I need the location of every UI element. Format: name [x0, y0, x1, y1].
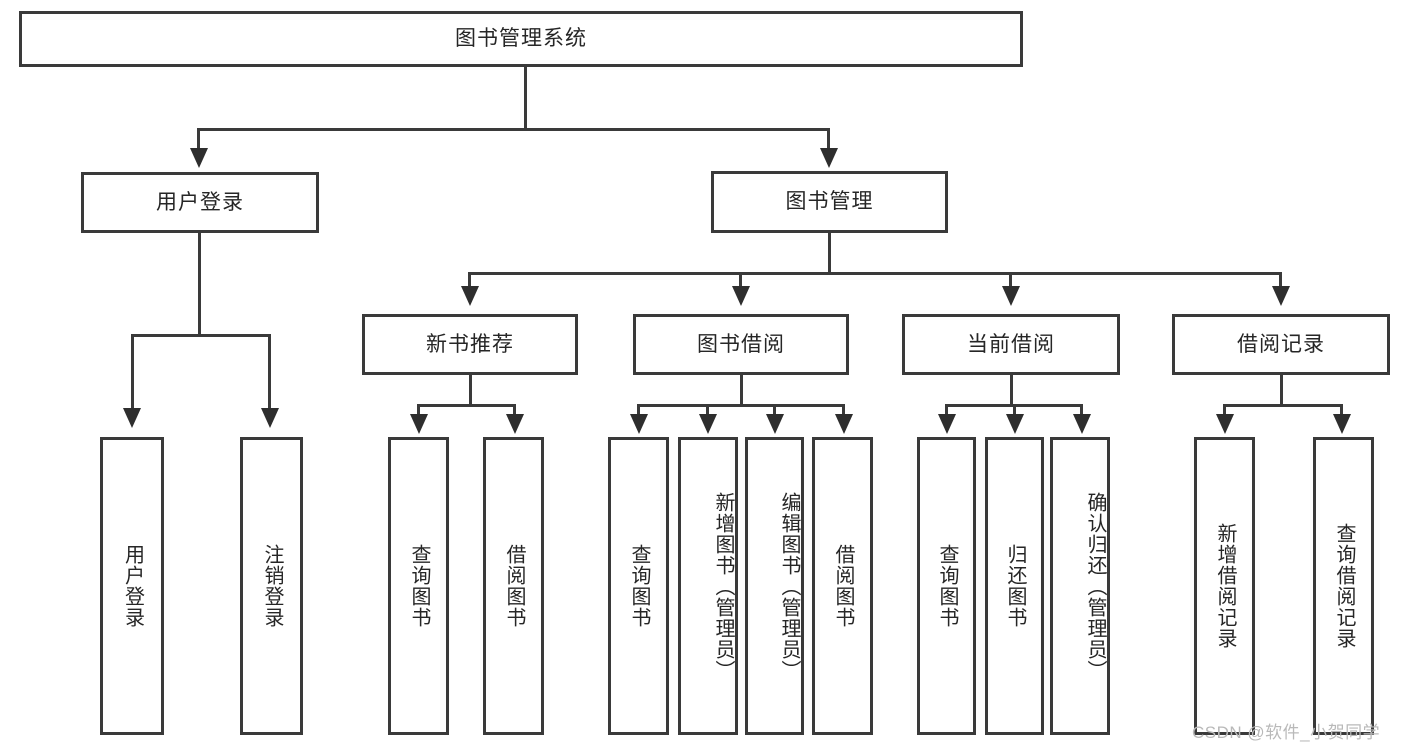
leaf-confirm-return-admin[interactable]: 确认归还（管理员）	[1050, 437, 1110, 735]
arrow-bookmgmt-to-newbooks	[461, 286, 479, 306]
connector-records-stem	[1280, 375, 1283, 406]
leaf-query-books-newbooks[interactable]: 查询图书	[388, 437, 449, 735]
arrow-newbooks-to-leaf2	[506, 414, 524, 434]
node-current-borrow[interactable]: 当前借阅	[902, 314, 1120, 375]
arrow-borrow-to-leaf3	[766, 414, 784, 434]
node-label: 图书管理系统	[455, 27, 587, 51]
arrow-bookmgmt-to-borrow	[732, 286, 750, 306]
connector-borrow-stem	[740, 375, 743, 406]
connector-login-to-leaf1	[131, 334, 134, 410]
leaf-query-books-borrow[interactable]: 查询图书	[608, 437, 669, 735]
node-label: 编辑图书（管理员）	[778, 491, 800, 681]
leaf-user-login[interactable]: 用户登录	[100, 437, 164, 735]
node-label: 归还图书	[1004, 544, 1026, 628]
arrow-login-to-leaf1	[123, 408, 141, 428]
connector-bookmgmt-bar	[468, 272, 1282, 275]
leaf-borrow-books-newbooks[interactable]: 借阅图书	[483, 437, 544, 735]
connector-current-to-leaf3	[1080, 404, 1083, 416]
node-book-borrow[interactable]: 图书借阅	[633, 314, 849, 375]
arrow-root-to-bookmgmt	[820, 148, 838, 168]
node-label: 用户登录	[156, 190, 244, 214]
node-label: 查询图书	[408, 544, 430, 628]
node-label: 当前借阅	[967, 332, 1055, 356]
node-borrow-records[interactable]: 借阅记录	[1172, 314, 1390, 375]
arrow-borrow-to-leaf1	[630, 414, 648, 434]
node-user-login[interactable]: 用户登录	[81, 172, 319, 233]
connector-current-stem	[1010, 375, 1013, 406]
node-label: 查询图书	[936, 544, 958, 628]
node-label: 查询图书	[628, 544, 650, 628]
connector-root-stem	[524, 67, 527, 129]
node-label: 借阅图书	[832, 544, 854, 628]
node-label: 新书推荐	[426, 332, 514, 356]
arrow-current-to-leaf1	[938, 414, 956, 434]
leaf-add-book-admin[interactable]: 新增图书（管理员）	[678, 437, 738, 735]
node-label: 图书借阅	[697, 332, 785, 356]
node-label: 注销登录	[261, 544, 283, 628]
node-label: 新增借阅记录	[1214, 523, 1236, 649]
leaf-edit-book-admin[interactable]: 编辑图书（管理员）	[745, 437, 804, 735]
arrow-current-to-leaf2	[1006, 414, 1024, 434]
connector-root-to-login	[197, 128, 200, 150]
node-label: 用户登录	[121, 544, 144, 628]
leaf-add-borrow-record[interactable]: 新增借阅记录	[1194, 437, 1255, 735]
node-label: 借阅图书	[503, 544, 525, 628]
arrow-borrow-to-leaf4	[835, 414, 853, 434]
arrow-newbooks-to-leaf1	[410, 414, 428, 434]
arrow-login-to-leaf2	[261, 408, 279, 428]
arrow-borrow-to-leaf2	[699, 414, 717, 434]
connector-newbooks-to-leaf2	[513, 404, 516, 416]
connector-current-to-leaf1	[945, 404, 948, 416]
connector-bookmgmt-to-current	[1009, 272, 1012, 288]
connector-login-to-leaf2	[268, 334, 271, 410]
node-label: 新增图书（管理员）	[712, 491, 734, 681]
connector-borrow-to-leaf4	[842, 404, 845, 416]
node-label: 确认归还（管理员）	[1084, 491, 1106, 681]
connector-records-to-leaf2	[1340, 404, 1343, 416]
node-label: 图书管理	[785, 190, 874, 214]
node-root-system[interactable]: 图书管理系统	[19, 11, 1023, 67]
connector-bookmgmt-to-newbooks	[468, 272, 471, 288]
leaf-query-borrow-record[interactable]: 查询借阅记录	[1313, 437, 1374, 735]
arrow-root-to-login	[190, 148, 208, 168]
connector-current-to-leaf2	[1013, 404, 1016, 416]
connector-bookmgmt-to-records	[1279, 272, 1282, 288]
connector-borrow-bar	[637, 404, 845, 407]
leaf-logout[interactable]: 注销登录	[240, 437, 303, 735]
arrow-bookmgmt-to-current	[1002, 286, 1020, 306]
arrow-current-to-leaf3	[1073, 414, 1091, 434]
connector-login-stem	[198, 233, 201, 336]
arrow-records-to-leaf1	[1216, 414, 1234, 434]
node-label: 查询借阅记录	[1333, 523, 1355, 649]
connector-login-bar	[131, 334, 270, 337]
connector-bookmgmt-stem	[828, 233, 831, 274]
connector-borrow-to-leaf3	[773, 404, 776, 416]
arrow-bookmgmt-to-records	[1272, 286, 1290, 306]
arrow-records-to-leaf2	[1333, 414, 1351, 434]
connector-root-bar	[197, 128, 830, 131]
connector-borrow-to-leaf2	[706, 404, 709, 416]
connector-borrow-to-leaf1	[637, 404, 640, 416]
node-book-management[interactable]: 图书管理	[711, 171, 948, 233]
connector-root-to-bookmgmt	[827, 128, 830, 150]
connector-records-to-leaf1	[1223, 404, 1226, 416]
node-new-book-recommend[interactable]: 新书推荐	[362, 314, 578, 375]
leaf-query-books-current[interactable]: 查询图书	[917, 437, 976, 735]
node-label: 借阅记录	[1237, 332, 1325, 356]
connector-newbooks-bar	[417, 404, 516, 407]
csdn-watermark: CSDN @软件_小贺同学	[1192, 723, 1381, 742]
connector-newbooks-to-leaf1	[417, 404, 420, 416]
connector-bookmgmt-to-borrow	[739, 272, 742, 288]
connector-newbooks-stem	[469, 375, 472, 406]
leaf-borrow-books-borrow[interactable]: 借阅图书	[812, 437, 873, 735]
connector-records-bar	[1223, 404, 1343, 407]
leaf-return-books[interactable]: 归还图书	[985, 437, 1044, 735]
